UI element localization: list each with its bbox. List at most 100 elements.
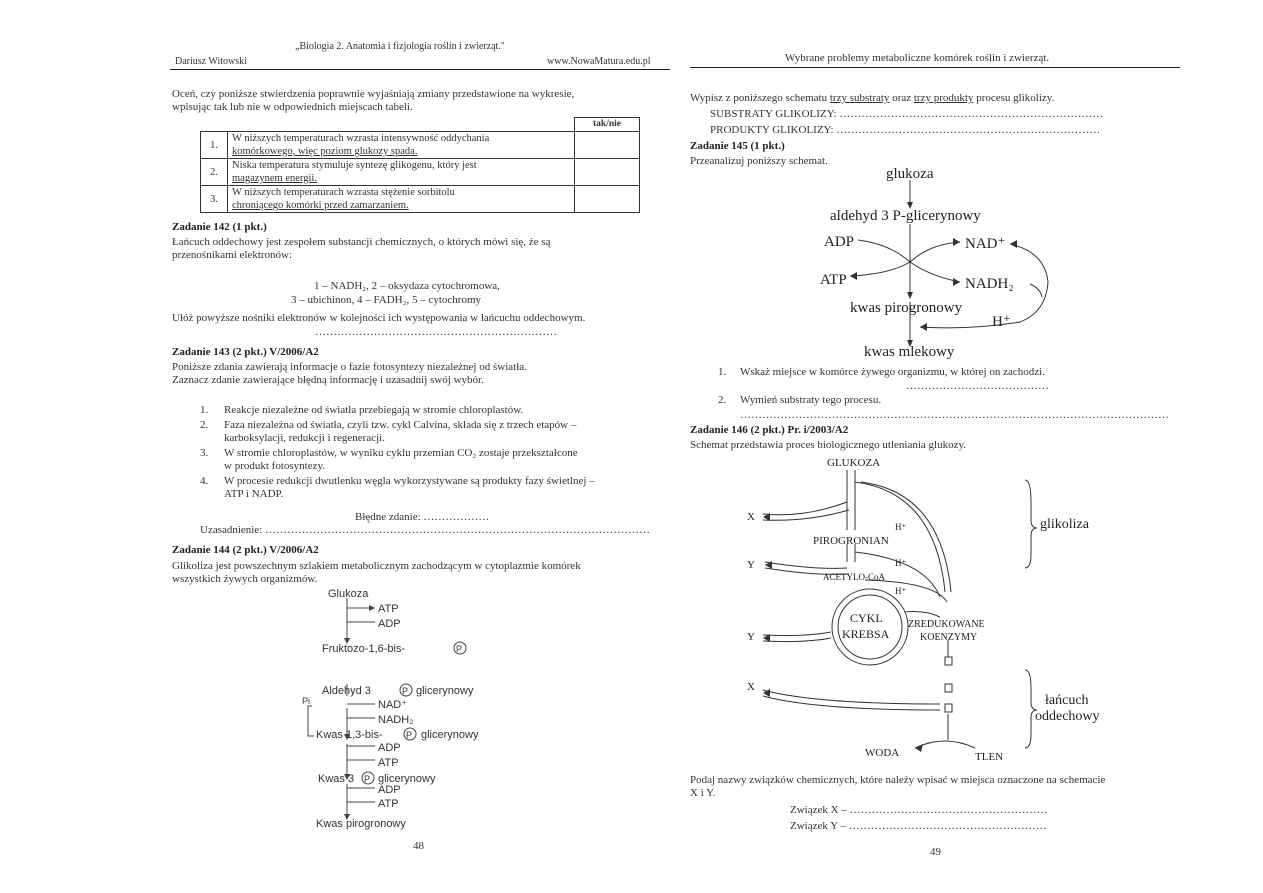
produkty-line[interactable]: PRODUKTY GLIKOLIZY: ……………………………………………………… [710,124,1101,136]
diag-atp-3: ATP [378,798,399,810]
right-page: Wybrane problemy metaboliczne komórek ro… [680,0,1263,893]
z145-q1: Wskaż miejsce w komórce żywego organizmu… [740,366,1045,378]
table-row: 1. W niższych temperaturach wzrasta inte… [200,131,640,159]
answer-cell[interactable] [574,185,640,213]
answer-cell[interactable] [574,158,640,186]
z145-title: Zadanie 145 (1 pkt.) [690,140,785,152]
d146-glikoliza: glikoliza [1040,517,1090,532]
row-statement: W niższych temperaturach wzrasta intensy… [227,131,575,159]
d145-aldehyd: aldehyd 3 P-glicerynowy [830,208,981,224]
z145-q1-num: 1. [718,366,727,378]
d146-x-top: X [747,511,755,523]
d145-glukoza: glukoza [886,166,934,182]
row-number: 2. [200,158,228,186]
d146-glukoza: GLUKOZA [827,457,880,469]
diag-kwas-pirogronowy: Kwas pirogronowy [316,818,406,830]
intro-line-2: wpisując tak lub nie w odpowiednich miej… [172,101,413,113]
d146-woda: WODA [865,747,899,759]
diag-nad: NAD⁺ [378,699,407,711]
z142-line-2: przenośnikami elektronów: [172,249,293,261]
z145-q2-num: 2. [718,394,727,406]
diag-adp-1: ADP [378,618,401,630]
diag-aldehyd: Aldehyd 3 [322,685,371,697]
substraty-line[interactable]: SUBSTRATY GLIKOLIZY: …………………………………………………… [710,108,1104,120]
d146-pirogronian: PIROGRONIAN [813,535,889,547]
z142-line-1: Łańcuch oddechowy jest zespołem substanc… [172,236,551,248]
d146-cykl: CYKL [850,611,883,625]
header-rule [690,67,1180,68]
d145-nadh2: NADH₂ [965,276,1014,292]
diag-nadh2: NADH₂ [378,714,413,726]
z143-line-2: Zaznacz zdanie zawierające błędną inform… [172,374,484,386]
header-book-title: „Biologia 2. Anatomia i fizjologia rośli… [295,41,505,52]
cellular-respiration-diagram: GLUKOZA X Y Y X PIROGRONIAN ACETYLO-CoA … [747,457,1100,763]
d146-zredukowane: ZREDUKOWANE [908,619,985,630]
z143-item-3-num: 3. [200,447,209,459]
answer-cell[interactable] [574,131,640,159]
diag-atp-2: ATP [378,757,399,769]
diag-p-circle: P [406,730,412,740]
d146-x-low: X [747,681,755,693]
left-page: „Biologia 2. Anatomia i fizjologia rośli… [170,41,670,852]
d146-krebsa: KREBSA [842,627,890,641]
intro-line-1: Oceń, czy poniższe stwierdzenia poprawni… [172,88,575,100]
row-number: 1. [200,131,228,159]
intro-line: Wypisz z poniższego schematu trzy substr… [690,92,1055,104]
diag-p-circle: P [402,686,408,696]
d146-koenzymy: KOENZYMY [920,632,977,643]
d146-hplus-2: H⁺ [895,558,906,568]
table-header-tak-nie: tak/nie [574,117,640,132]
z143-item-2-cont: karboksylacji, redukcji i regeneracji. [224,432,385,444]
z143-item-4: W procesie redukcji dwutlenku węgla wyko… [224,475,595,487]
diag-glicerynowy: glicerynowy [421,729,479,741]
d145-adp: ADP [824,234,854,250]
d145-hplus: H⁺ [992,314,1011,330]
diag-glicerynowy: glicerynowy [378,773,436,785]
diag-p-circle: P [456,644,462,654]
d146-hplus-3: H⁺ [895,586,906,596]
z146-title: Zadanie 146 (2 pkt.) Pr. i/2003/A2 [690,424,849,436]
z145-q1-dots[interactable]: ………………………………… [906,380,1049,392]
z145-q2: Wymień substraty tego procesu. [740,394,882,406]
assessment-table: tak/nie 1. W niższych temperaturach wzra… [200,117,640,213]
z142-list-1: 1 – NADH₂, 2 – oksydaza cytochromowa, [314,280,500,292]
z143-title: Zadanie 143 (2 pkt.) V/2006/A2 [172,346,319,358]
z143-item-4-num: 4. [200,475,209,487]
z143-item-1: Reakcje niezależne od światła przebiegaj… [224,404,524,416]
d145-kwas-mlekowy: kwas mlekowy [864,344,955,360]
d145-kwas-pirogronowy: kwas pirogronowy [850,300,963,316]
fermentation-diagram: glukoza aldehyd 3 P-glicerynowy ADP ATP … [820,166,1049,360]
diag-glicerynowy: glicerynowy [416,685,474,697]
header-rule [170,69,670,70]
z143-item-3: W stromie chloroplastów, w wyniku cyklu … [224,447,578,459]
diag-pi: Pi [302,696,310,706]
z143-item-2-num: 2. [200,419,209,431]
table-row: 3. W niższych temperaturach wzrasta stęż… [200,185,640,213]
d146-y-mid: Y [747,559,755,571]
z144-title: Zadanie 144 (2 pkt.) V/2006/A2 [172,544,319,556]
z142-answer-dots[interactable]: ………………………………………………………… [315,326,557,338]
header-site: www.NowaMatura.edu.pl [547,56,651,67]
d146-oddechowy: oddechowy [1035,709,1100,724]
d146-acetylo-coa: ACETYLO-CoA [823,572,885,582]
row-statement: Niska temperatura stymuluje syntezę glik… [227,158,575,186]
diag-atp-1: ATP [378,603,399,615]
z143-wrong-sentence[interactable]: Błędne zdanie: ……………… [355,511,490,523]
zwiazek-y-line[interactable]: Związek Y – ……………………………………………… [790,820,1047,832]
z145-q2-dots[interactable]: ……………………………………………………………………………………………………… [740,409,1169,421]
page-number-49: 49 [930,846,941,858]
d146-y-low: Y [747,631,755,643]
d145-atp: ATP [820,272,847,288]
zwiazek-x-line[interactable]: Związek X – ……………………………………………… [790,804,1048,816]
z143-item-1-num: 1. [200,404,209,416]
z146-line-1: Schemat przedstawia proces biologicznego… [690,439,967,451]
z146-q-line-2: X i Y. [690,787,716,799]
d146-hplus-1: H⁺ [895,522,906,532]
diag-glukoza: Glukoza [328,588,369,600]
diag-adp-2: ADP [378,742,401,754]
diag-adp-3: ADP [378,784,401,796]
z143-justification[interactable]: Uzasadnienie: ……………………………………………………………………… [200,524,651,536]
z143-item-4-cont: ATP i NADP. [224,488,284,500]
z142-list-2: 3 – ubichinon, 4 – FADH₂, 5 – cytochromy [291,294,482,306]
z143-line-1: Poniższe zdania zawierają informacje o f… [172,361,527,373]
